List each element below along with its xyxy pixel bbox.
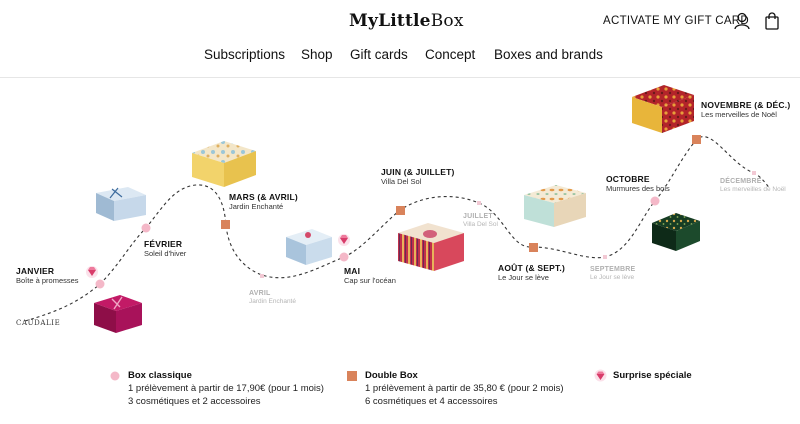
label-septembre: SEPTEMBRE Le Jour se lève <box>590 266 635 282</box>
timeline-graphic <box>24 85 771 333</box>
square-novembre <box>692 135 701 144</box>
box-calendar-timeline: JANVIER Boîte à promesses CAUDALIE FÉVRI… <box>0 79 800 349</box>
site-logo[interactable]: MyLittleBox <box>349 11 464 31</box>
theme-mars: Jardin Enchanté <box>229 201 284 211</box>
legend-surprise-title: Surprise spéciale <box>613 370 692 381</box>
legend-classique-title: Box classique <box>128 370 192 381</box>
legend-double-title: Double Box <box>365 370 418 381</box>
theme-juin: Villa Del Sol <box>381 176 422 186</box>
dot-fevrier <box>141 223 151 233</box>
square-aout <box>529 243 538 252</box>
theme-novembre: Les merveilles de Noël <box>701 109 777 119</box>
legend-classique-content: 3 cosmétiques et 2 accessoires <box>128 396 261 407</box>
diamond-icon <box>594 369 607 382</box>
label-mai: MAI Cap sur l'océan <box>344 266 396 285</box>
theme-octobre: Murmures des bois <box>606 183 670 193</box>
label-juin: JUIN (& JUILLET) Villa Del Sol <box>381 167 455 186</box>
box-juin <box>398 223 464 271</box>
month-decembre: DÉCEMBRE <box>720 178 762 185</box>
theme-aout: Le Jour se lève <box>498 272 549 282</box>
user-account-icon[interactable] <box>734 12 750 30</box>
diamond-icon-mai <box>338 234 350 246</box>
label-juillet: JUILLET Villa Del Sol <box>463 213 498 229</box>
dot-juillet <box>477 201 481 205</box>
box-mai <box>286 229 332 265</box>
dot-mai <box>339 252 349 262</box>
month-septembre: SEPTEMBRE <box>590 266 636 273</box>
dot-avril <box>260 274 264 278</box>
legend-surprise: Surprise spéciale <box>594 369 692 382</box>
logo-bold-text: MyLittle <box>349 11 431 31</box>
pink-dot-icon <box>110 371 120 381</box>
theme-fevrier: Soleil d'hiver <box>144 248 187 258</box>
month-novembre: NOVEMBRE (& DÉC.) <box>701 100 791 110</box>
square-juin <box>396 206 405 215</box>
box-novembre <box>632 85 694 133</box>
square-mars <box>221 220 230 229</box>
shopping-bag-icon[interactable] <box>765 12 779 30</box>
month-juillet: JUILLET <box>463 213 493 220</box>
dot-octobre <box>650 196 660 206</box>
legend-double-content: 6 cosmétiques et 4 accessoires <box>365 396 498 407</box>
label-fevrier: FÉVRIER Soleil d'hiver <box>144 239 187 258</box>
box-janvier <box>96 187 146 221</box>
box-aout <box>524 185 586 227</box>
label-aout: AOÛT (& SEPT.) Le Jour se lève <box>498 263 566 282</box>
box-janvier-surprise <box>94 295 142 333</box>
label-janvier: JANVIER Boîte à promesses <box>16 266 79 285</box>
legend-box-classique: Box classique 1 prélèvement à partir de … <box>110 370 324 407</box>
main-nav: Subscriptions Shop Gift cards Concept Bo… <box>0 47 800 67</box>
label-mars: MARS (& AVRIL) Jardin Enchanté <box>229 192 298 211</box>
brand-caudalie: CAUDALIE <box>16 319 61 327</box>
box-mars <box>192 141 256 187</box>
dot-septembre <box>603 255 607 259</box>
label-octobre: OCTOBRE Murmures des bois <box>606 174 670 193</box>
month-juin: JUIN (& JUILLET) <box>381 167 455 177</box>
timeline-legend: Box classique 1 prélèvement à partir de … <box>0 360 800 420</box>
month-mai: MAI <box>344 266 361 276</box>
month-mars: MARS (& AVRIL) <box>229 192 298 202</box>
box-octobre <box>652 213 700 251</box>
month-octobre: OCTOBRE <box>606 174 650 184</box>
legend-double-box: Double Box 1 prélèvement à partir de 35,… <box>347 370 564 407</box>
label-decembre: DÉCEMBRE Les merveilles de Noël <box>720 178 786 194</box>
month-aout: AOÛT (& SEPT.) <box>498 263 566 273</box>
label-novembre: NOVEMBRE (& DÉC.) Les merveilles de Noël <box>701 100 791 119</box>
dot-decembre <box>752 171 756 175</box>
theme-mai: Cap sur l'océan <box>344 275 396 285</box>
month-avril: AVRIL <box>249 290 271 297</box>
site-header: MyLittleBox ACTIVATE MY GIFT CARD Subscr… <box>0 0 800 78</box>
nav-item-shop[interactable]: Shop <box>301 47 333 62</box>
month-janvier: JANVIER <box>16 266 55 276</box>
legend-double-price: 1 prélèvement à partir de 35,80 € (pour … <box>365 383 564 394</box>
nav-item-gift-cards[interactable]: Gift cards <box>350 47 408 62</box>
orange-square-icon <box>347 371 357 381</box>
theme-avril: Jardin Enchanté <box>249 298 296 306</box>
dot-janvier <box>95 279 105 289</box>
theme-decembre: Les merveilles de Noël <box>720 186 786 194</box>
theme-juillet: Villa Del Sol <box>463 221 498 229</box>
legend-classique-price: 1 prélèvement à partir de 17,90€ (pour 1… <box>128 383 324 394</box>
theme-septembre: Le Jour se lève <box>590 274 635 282</box>
nav-item-concept[interactable]: Concept <box>425 47 476 62</box>
activate-gift-card-link[interactable]: ACTIVATE MY GIFT CARD <box>603 15 750 27</box>
logo-light-text: Box <box>430 11 464 31</box>
label-avril: AVRIL Jardin Enchanté <box>249 290 296 306</box>
theme-janvier: Boîte à promesses <box>16 275 79 285</box>
diamond-icon-janvier <box>86 266 98 278</box>
nav-item-subscriptions[interactable]: Subscriptions <box>204 47 286 62</box>
nav-item-boxes-and-brands[interactable]: Boxes and brands <box>494 47 603 62</box>
month-fevrier: FÉVRIER <box>144 239 183 249</box>
